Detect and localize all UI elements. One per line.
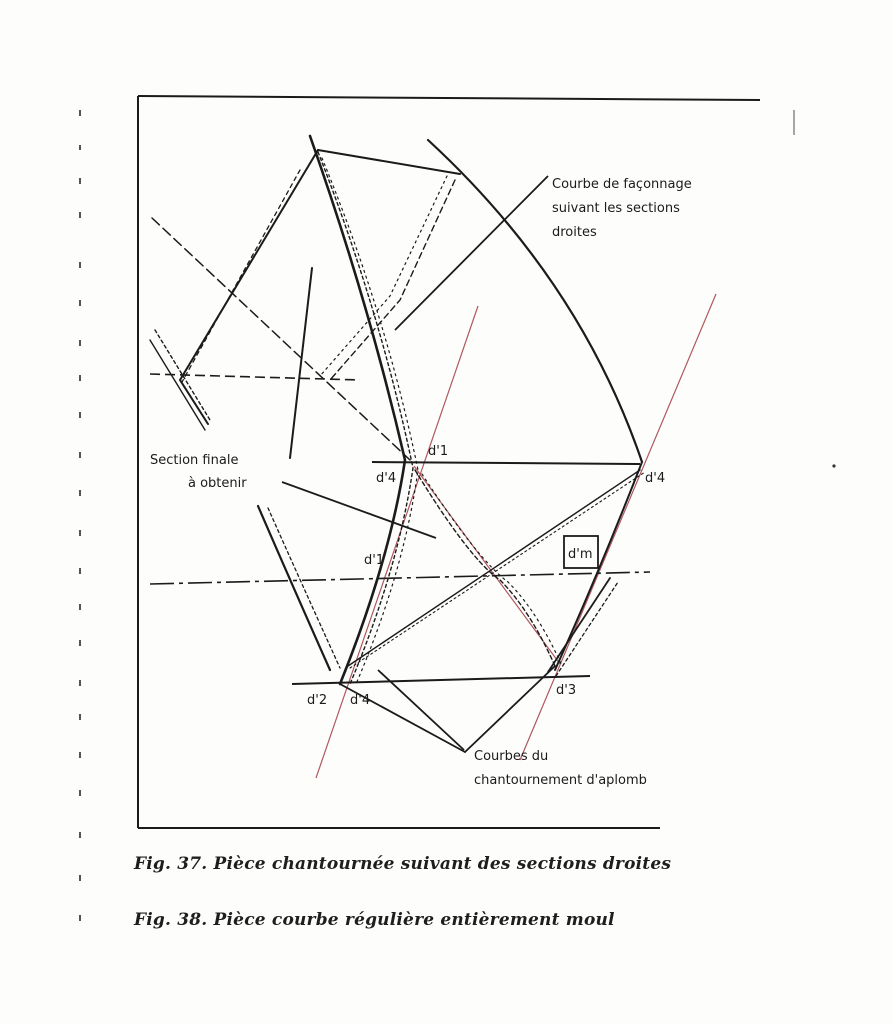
point-d3: d'3 [556,683,576,698]
point-d4-lower: d'4 [350,693,370,708]
point-d4-upper: d'4 [376,471,396,486]
point-dm: d'm [568,547,593,562]
svg-text:suivant les sections: suivant les sections [552,201,680,216]
figure-frame [137,95,795,829]
point-d4-right: d'4 [645,471,665,486]
label-section-finale: Section finale à obtenir [150,453,247,491]
label-courbes-chantournement: Courbes du chantournement d'aplomb [474,749,647,788]
leader-lines [281,175,549,751]
speck [832,464,836,468]
svg-text:Courbe de façonnage: Courbe de façonnage [552,177,692,192]
section-lines [149,373,651,685]
point-labels: d'1 d'4 d'4 d'1 d'm d'2 d'4 d'3 [307,444,665,708]
point-d1-mid: d'1 [364,553,384,568]
main-curves [149,134,646,753]
svg-text:Courbes du: Courbes du [474,749,548,764]
red-construction-lines [315,293,717,779]
svg-text:chantournement d'aplomb: chantournement d'aplomb [474,773,647,788]
dm-box [563,535,599,569]
point-d1-prime: d'1 [428,444,448,459]
svg-text:Section finale: Section finale [150,453,238,468]
point-d2: d'2 [307,693,327,708]
svg-text:à obtenir: à obtenir [188,476,247,491]
caption-fig37: Fig. 37. Pièce chantournée suivant des s… [134,854,672,874]
label-courbe-faconnage: Courbe de façonnage suivant les sections… [552,177,692,240]
caption-fig38: Fig. 38. Pièce courbe régulière entièrem… [134,910,615,930]
svg-text:droites: droites [552,225,597,240]
